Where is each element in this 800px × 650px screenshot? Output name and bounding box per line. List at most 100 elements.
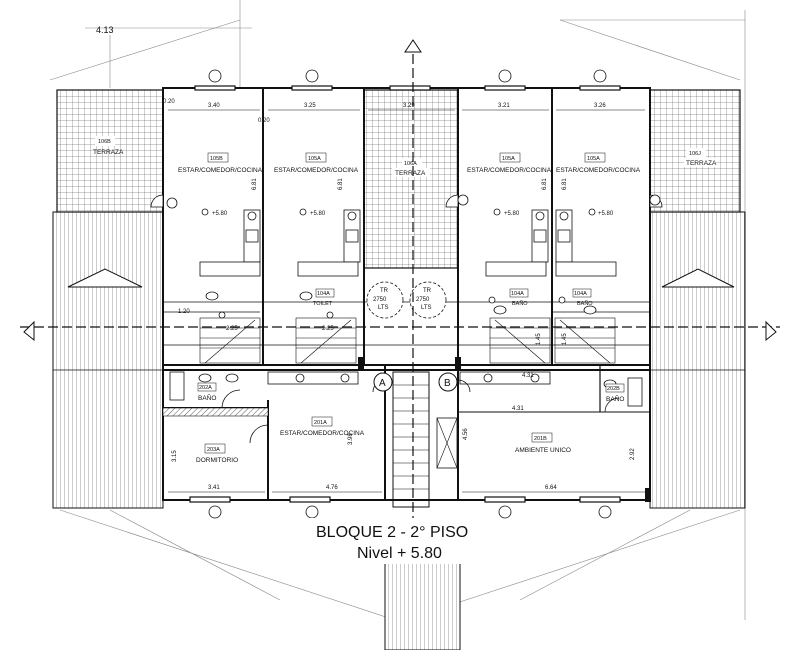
upper-walls — [162, 87, 651, 371]
svg-text:ESTAR/COMEDOR/COCINA: ESTAR/COMEDOR/COCINA — [274, 167, 359, 174]
svg-text:+5.80: +5.80 — [310, 211, 326, 217]
svg-text:ESTAR/COMEDOR/COCINA: ESTAR/COMEDOR/COCINA — [280, 430, 365, 437]
water-tank: TR 2750 LTS — [366, 281, 404, 319]
grid-markers-top — [208, 69, 612, 519]
dim-label: 3.15 — [172, 450, 178, 462]
terrace-106b — [56, 89, 164, 213]
svg-text:BAÑO: BAÑO — [606, 394, 624, 403]
svg-text:105A: 105A — [587, 156, 600, 162]
axis-b-marker: B — [438, 372, 458, 392]
terrace-label: TERRAZA — [93, 149, 124, 156]
stair-core-treads — [393, 384, 429, 490]
section-marker-top — [404, 39, 422, 53]
svg-text:ESTAR/COMEDOR/COCINA: ESTAR/COMEDOR/COCINA — [556, 167, 641, 174]
kitchen-fixtures — [199, 209, 617, 277]
bath-104a-toilet: 104A TOILET — [313, 288, 335, 307]
svg-text:LTS: LTS — [421, 305, 432, 311]
dim-label: 0.20 — [163, 99, 175, 105]
dim-label: 3.98 — [348, 433, 354, 445]
section-marker-left — [23, 320, 35, 342]
svg-text:DORMITORIO: DORMITORIO — [196, 457, 238, 464]
dim-label: 4.31 — [512, 406, 524, 412]
dim-label: 3.40 — [208, 103, 220, 109]
svg-text:201B: 201B — [534, 436, 547, 442]
dim-label: 3.25 — [304, 103, 316, 109]
corridor-stairs — [384, 559, 461, 650]
upper-windows — [194, 85, 621, 91]
svg-text:B: B — [444, 378, 451, 389]
svg-text:TOILET: TOILET — [313, 301, 333, 307]
svg-text:104A: 104A — [317, 291, 330, 297]
svg-text:202A: 202A — [199, 385, 212, 391]
roof-right — [649, 211, 746, 509]
unit-105b: 105B ESTAR/COMEDOR/COCINA +5.80 6.81 — [178, 152, 263, 217]
dim-label: 0.20 — [258, 118, 270, 124]
lower-fixtures — [169, 371, 643, 407]
svg-text:105A: 105A — [502, 156, 515, 162]
svg-text:2750: 2750 — [416, 297, 430, 303]
svg-text:6.81: 6.81 — [338, 178, 344, 190]
terrace-tag: 106J — [689, 151, 701, 157]
room-202b: 202B BAÑO — [605, 383, 624, 403]
svg-text:104A: 104A — [511, 291, 524, 297]
lower-windows — [189, 496, 621, 503]
svg-text:ESTAR/COMEDOR/COCINA: ESTAR/COMEDOR/COCINA — [178, 167, 263, 174]
dim-label: 4.76 — [326, 485, 338, 491]
dim-label: 3.26 — [594, 103, 606, 109]
terrace-label: TERRAZA — [395, 170, 426, 177]
plan-level: Nivel + 5.80 — [357, 545, 442, 562]
room-201b: 201B AMBIENTE UNICO — [515, 432, 571, 454]
dim-label: 2.92 — [630, 448, 636, 460]
bath-fixtures — [205, 291, 597, 319]
dim-label: 4.31 — [522, 373, 534, 379]
svg-text:BAÑO: BAÑO — [577, 300, 593, 307]
svg-text:201A: 201A — [314, 420, 327, 426]
water-tank: TR 2750 LTS — [409, 281, 447, 319]
terrace-106a — [363, 89, 459, 269]
svg-text:6.81: 6.81 — [252, 178, 258, 190]
unit-105a-1: 105A ESTAR/COMEDOR/COCINA +5.80 6.81 — [274, 152, 359, 217]
svg-text:202B: 202B — [607, 386, 620, 392]
stair-dim: 1.45 — [562, 333, 568, 345]
unit-105a-2: 105A ESTAR/COMEDOR/COCINA +5.80 6.81 — [467, 152, 552, 217]
room-201a: 201A ESTAR/COMEDOR/COCINA — [280, 416, 365, 437]
svg-text:TR: TR — [423, 288, 432, 294]
svg-text:6.81: 6.81 — [542, 178, 548, 190]
svg-text:203A: 203A — [207, 447, 220, 453]
lower-walls — [162, 364, 651, 501]
roof-triangle-left — [67, 268, 143, 288]
svg-text:TR: TR — [380, 288, 389, 294]
svg-text:105A: 105A — [308, 156, 321, 162]
svg-text:AMBIENTE UNICO: AMBIENTE UNICO — [515, 447, 571, 454]
svg-text:2750: 2750 — [373, 297, 387, 303]
svg-text:104A: 104A — [574, 291, 587, 297]
svg-text:105B: 105B — [210, 156, 223, 162]
terrace-tag: 106A — [404, 161, 417, 167]
stair-dim: 1.45 — [536, 333, 542, 345]
dim-label: 1.20 — [178, 309, 190, 315]
dim-label: 3.21 — [498, 103, 510, 109]
svg-text:ESTAR/COMEDOR/COCINA: ESTAR/COMEDOR/COCINA — [467, 167, 552, 174]
stair-dim: 2.25 — [322, 326, 334, 332]
svg-text:A: A — [379, 378, 386, 389]
svg-text:BAÑO: BAÑO — [198, 393, 216, 402]
terrace-doors — [150, 194, 663, 209]
dim-label: 4.56 — [463, 428, 469, 440]
svg-text:+5.80: +5.80 — [504, 211, 520, 217]
stair-core — [392, 371, 430, 508]
stairs-upper — [199, 317, 616, 364]
dim-label: 3.29 — [403, 103, 415, 109]
svg-text:LTS: LTS — [378, 305, 389, 311]
plan-title: BLOQUE 2 - 2° PISO — [316, 524, 468, 541]
unit-105a-3: 105A ESTAR/COMEDOR/COCINA +5.80 6.81 — [556, 152, 641, 217]
room-203a: 203A DORMITORIO — [196, 443, 238, 464]
level-markers — [201, 208, 596, 216]
bath-104a-bano: 104A BAÑO — [572, 288, 593, 307]
terrace-tag: 106B — [98, 139, 111, 145]
roof-triangle-right — [661, 268, 735, 288]
svg-text:+5.80: +5.80 — [598, 211, 614, 217]
axis-a-marker: A — [373, 372, 393, 392]
terrace-label: TERRAZA — [686, 160, 717, 167]
section-marker-right — [765, 320, 777, 342]
